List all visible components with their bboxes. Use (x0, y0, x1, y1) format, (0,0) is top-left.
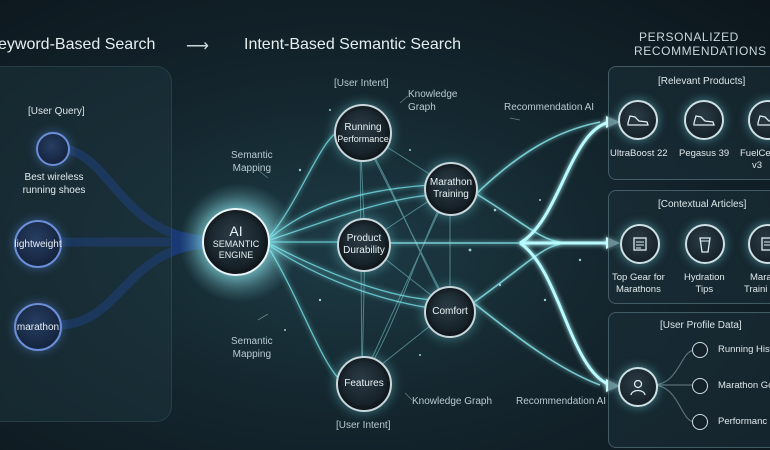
article-label-2: Hydration Tips (684, 272, 725, 296)
profile-item-2: Marathon Go (718, 380, 770, 391)
query-node-lightweight: lightweight (14, 220, 62, 268)
product-label-1: UltraBoost 22 (610, 148, 668, 159)
profile-dot-2 (692, 378, 708, 394)
shoe-icon (693, 115, 715, 126)
keyword-search-title: eyword-Based Search (0, 36, 156, 53)
contextual-articles-title: [Contextual Articles] (658, 199, 747, 210)
semantic-mapping-top-line2: Mapping (232, 163, 272, 174)
newspaper-icon (761, 237, 770, 251)
user-query-label: [User Query] (28, 106, 85, 117)
profile-dot-3 (692, 414, 708, 430)
engine-line3: ENGINE (218, 249, 254, 260)
knowledge-graph-top-line2: Graph (408, 102, 436, 113)
query-text-1-line2: running shoes (22, 184, 86, 196)
node-features: Features (336, 356, 392, 412)
ai-semantic-engine: AI SEMANTIC ENGINE (202, 208, 270, 276)
article-node-2 (685, 224, 725, 264)
recommendations-title-line2: RECOMMENDATIONS (634, 44, 767, 58)
query-text-2: lightweight (14, 238, 62, 250)
article-label-2-line2: Tips (695, 283, 714, 295)
article-label-3-line1: Mara (750, 272, 770, 283)
semantic-mapping-bottom-line1: Semantic (231, 336, 273, 347)
semantic-mapping-bottom-line2: Mapping (232, 349, 272, 360)
node-marathon-training-line2: Training (433, 189, 469, 200)
shoe-icon (757, 115, 770, 126)
article-label-2-line1: Hydration (684, 272, 725, 283)
article-node-1 (620, 224, 660, 264)
knowledge-graph-top-line1: Knowledge (408, 89, 458, 100)
semantic-mapping-top-line1: Semantic (231, 150, 273, 161)
node-comfort-label: Comfort (432, 306, 468, 317)
recommendations-title-line1: PERSONALIZED (639, 30, 739, 44)
product-label-2: Pegasus 39 (679, 148, 730, 159)
semantic-search-title: Intent-Based Semantic Search (244, 36, 462, 53)
semantic-mapping-bottom-label: Semantic Mapping (231, 335, 273, 361)
node-features-label: Features (344, 378, 384, 389)
query-text-3: marathon (16, 321, 60, 333)
arrow-icon: ⟶ (186, 38, 209, 55)
knowledge-graph-top-label: Knowledge Graph (408, 88, 457, 114)
profile-dot-1 (692, 342, 708, 358)
user-icon (630, 379, 646, 396)
relevant-products-title: [Relevant Products] (658, 76, 746, 87)
node-product-durability-line1: Product (346, 233, 382, 244)
article-label-3: Mara Traini (744, 272, 770, 296)
article-label-1: Top Gear for Marathons (612, 272, 665, 296)
recommendation-ai-top-label: Recommendation AI (504, 102, 595, 113)
recommendations-title: PERSONALIZED RECOMMENDATIONS (634, 30, 767, 58)
newspaper-icon (633, 237, 647, 251)
user-profile-node (618, 367, 658, 407)
article-label-1-line2: Marathons (615, 283, 661, 295)
knowledge-graph-bottom-label: Knowledge Graph (412, 396, 493, 407)
user-intent-top-label: [User Intent] (334, 78, 389, 89)
query-node-marathon: marathon (14, 303, 62, 351)
user-intent-bottom-label: [User Intent] (336, 420, 391, 431)
node-marathon-training-line1: Marathon (429, 177, 473, 188)
article-label-1-line1: Top Gear for (612, 272, 665, 283)
product-node-2 (684, 100, 724, 140)
product-node-1 (618, 100, 658, 140)
shoe-icon (627, 115, 649, 126)
product-label-3: FuelCel v3 (740, 148, 770, 172)
node-running-performance-line1: Running (344, 121, 382, 133)
engine-line2: SEMANTIC (212, 238, 260, 249)
profile-item-3: Performanc (718, 416, 768, 427)
node-product-durability-line2: Durability (343, 245, 385, 256)
recommendation-ai-bottom-label: Recommendation AI (516, 396, 607, 407)
product-label-3-line2: v3 (752, 159, 763, 171)
article-label-3-line2: Traini (744, 283, 768, 295)
cup-icon (699, 237, 711, 253)
query-text-1-line1: Best wireless (24, 172, 84, 183)
product-label-3-line1: FuelCel (740, 148, 770, 159)
user-profile-title: [User Profile Data] (660, 320, 742, 331)
query-text-1: Best wireless running shoes (20, 172, 88, 197)
engine-line1: AI (229, 222, 243, 239)
profile-item-1: Running Hist (718, 344, 770, 355)
query-node-1 (36, 132, 70, 166)
node-running-performance-line2: Performance (337, 133, 389, 144)
node-comfort: Comfort (424, 286, 476, 338)
semantic-mapping-top-label: Semantic Mapping (231, 149, 273, 175)
